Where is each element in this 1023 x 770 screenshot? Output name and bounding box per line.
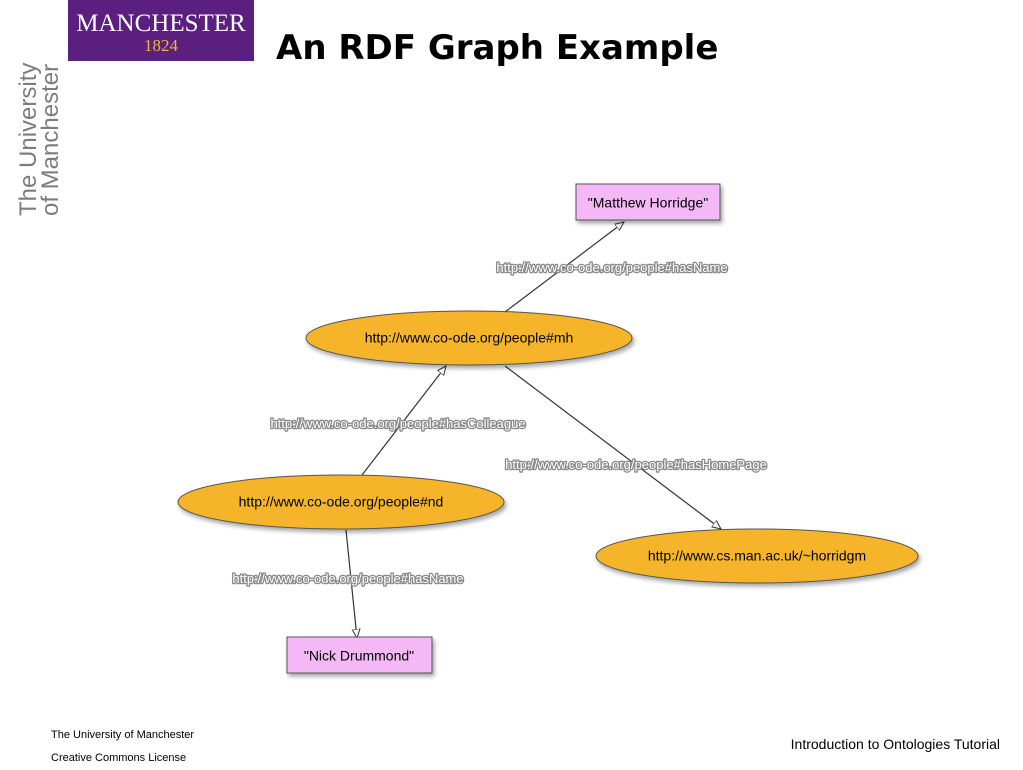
literal-node-nick-box <box>286 636 433 674</box>
edge-label-mh-hashomepage: http://www.co-ode.org/people#hasHomePage <box>505 457 767 472</box>
resource-node-nd-ellipse <box>177 474 505 530</box>
literal-node-nick-label: "Nick Drummond" <box>304 648 414 664</box>
resource-node-mh-label: http://www.co-ode.org/people#mh <box>365 330 574 346</box>
footer-left: The University of Manchester Creative Co… <box>51 724 194 770</box>
footer-university: The University of Manchester <box>51 729 195 741</box>
literal-node-matthew-label: "Matthew Horridge" <box>588 195 708 211</box>
edge-nd-hascolleague <box>361 366 446 476</box>
university-logo: MANCHESTER 1824 <box>68 0 254 61</box>
resource-node-homepage-ellipse <box>595 528 919 584</box>
footer-course-title: Introduction to Ontologies Tutorial <box>790 736 1000 752</box>
literal-node-nick: "Nick Drummond" <box>286 636 433 674</box>
edge-label-nd-hasname: http://www.co-ode.org/people#hasName <box>232 571 463 586</box>
resource-node-homepage: http://www.cs.man.ac.uk/~horridgm <box>595 528 919 584</box>
edge-mh-hasname <box>504 222 624 313</box>
resource-node-mh: http://www.co-ode.org/people#mh <box>305 310 633 366</box>
edge-label-nd-hascolleague: http://www.co-ode.org/people#hasColleagu… <box>270 416 525 431</box>
logo-year: 1824 <box>144 36 178 55</box>
slide-title: An RDF Graph Example <box>276 28 719 68</box>
literal-node-matthew-box <box>575 183 721 221</box>
resource-node-nd-label: http://www.co-ode.org/people#nd <box>239 494 444 510</box>
footer-license: Creative Commons License <box>51 752 187 764</box>
resource-node-homepage-label: http://www.cs.man.ac.uk/~horridgm <box>648 548 866 564</box>
edge-mh-hashomepage <box>504 365 721 529</box>
resource-node-nd: http://www.co-ode.org/people#nd <box>177 474 505 530</box>
literal-node-matthew: "Matthew Horridge" <box>575 183 721 221</box>
logo-wordmark: MANCHESTER <box>76 10 246 37</box>
resource-node-mh-ellipse <box>305 310 633 366</box>
edge-nd-hasname <box>345 529 357 638</box>
edge-label-mh-hasname: http://www.co-ode.org/people#hasName <box>496 260 727 275</box>
